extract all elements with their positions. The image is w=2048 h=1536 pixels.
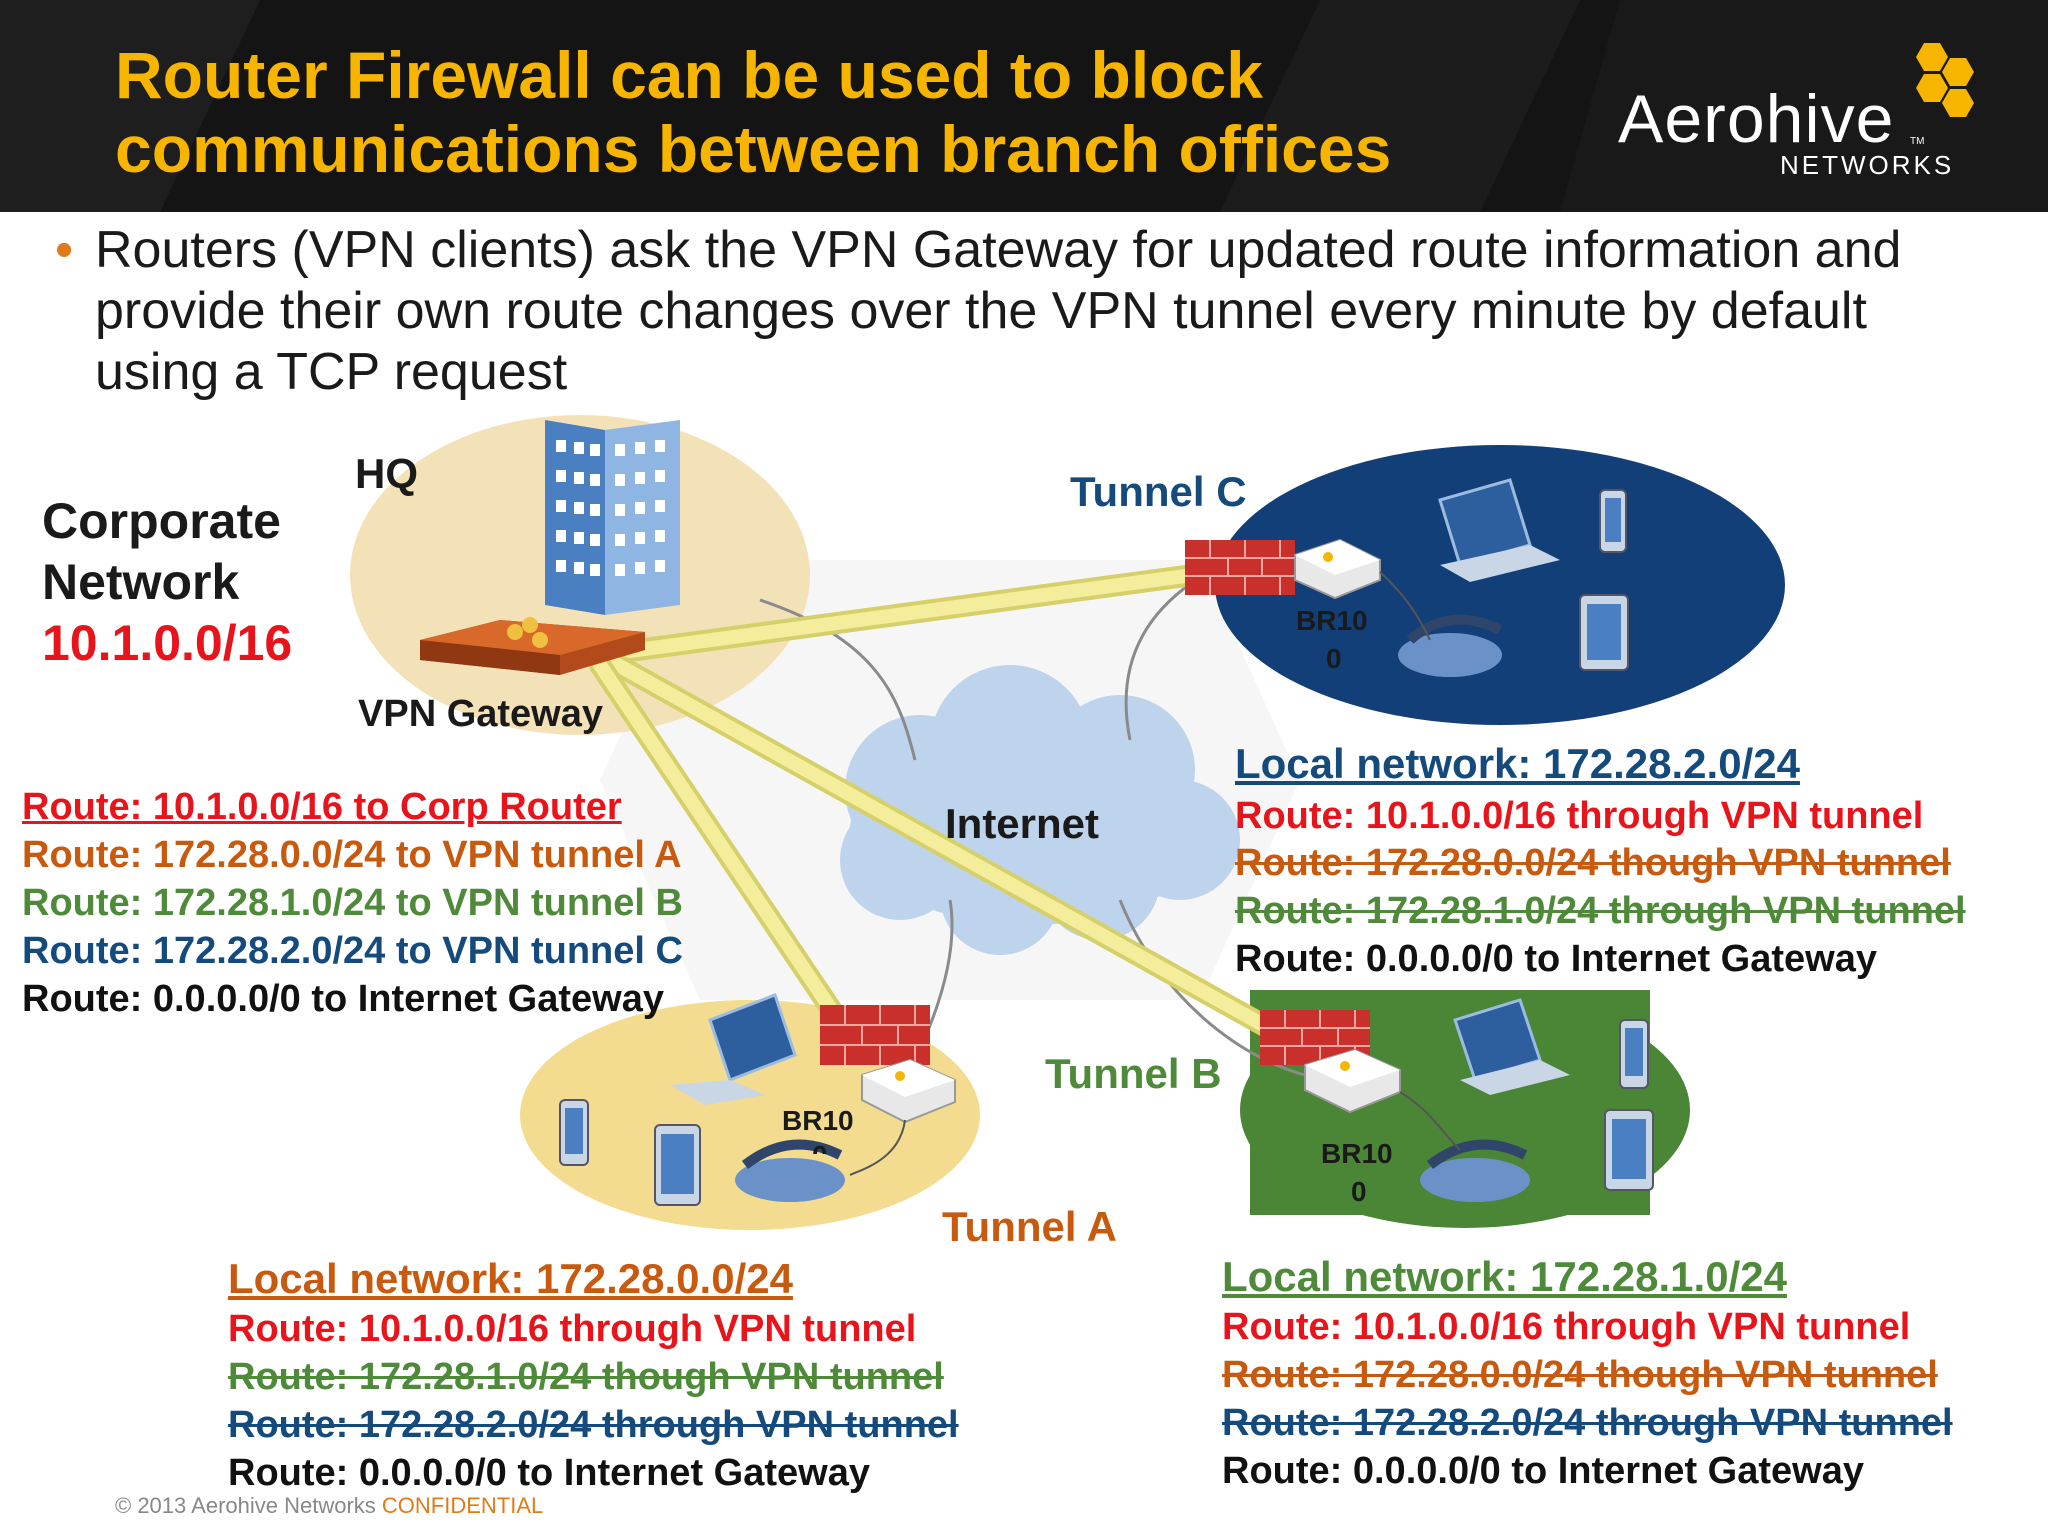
mobile-phone-icon [1599, 489, 1627, 553]
vpn-tunnels [589, 559, 1301, 1051]
router-b-icon [1304, 1048, 1401, 1114]
aerohive-logo: Aerohive TM NETWORKS [1618, 40, 1988, 190]
hq-route-5: Route: 0.0.0.0/0 to Internet Gateway [22, 978, 664, 1020]
corporate-label-line-2: Network [42, 554, 240, 610]
branch-b-route-2: Route: 172.28.0.0/24 though VPN tunnel [1222, 1354, 1938, 1396]
internet-cloud-icon [840, 665, 1240, 955]
desk-phone-icon [735, 1139, 845, 1202]
branch-b-devices [1420, 998, 1654, 1202]
honeycomb-logo-icon [1916, 43, 1974, 117]
branch-a-route-4: Route: 0.0.0.0/0 to Internet Gateway [228, 1452, 870, 1494]
hq-building-icon [545, 420, 680, 615]
title-line-1: Router Firewall can be used to block [115, 38, 1263, 112]
branch-b-route-3: Route: 172.28.2.0/24 through VPN tunnel [1222, 1402, 1953, 1444]
internet-label: Internet [945, 800, 1100, 847]
vpn-gateway-device-icon [420, 617, 645, 675]
branch-c-route-4: Route: 0.0.0.0/0 to Internet Gateway [1235, 938, 1877, 980]
tunnel-c-label: Tunnel C [1070, 468, 1247, 515]
slide-header: Router Firewall can be used to block com… [0, 0, 2048, 212]
hq-route-3: Route: 172.28.1.0/24 to VPN tunnel B [22, 882, 683, 924]
branch-c-devices [1398, 478, 1629, 677]
router-a-label-line-1: BR10 [782, 1105, 854, 1136]
corporate-label-line-1: Corporate [42, 493, 281, 549]
branch-c-local-network: Local network: 172.28.2.0/24 [1235, 740, 1800, 787]
firewall-c-icon [1185, 540, 1295, 595]
tablet-icon [1604, 1109, 1654, 1191]
branch-b-route-4: Route: 0.0.0.0/0 to Internet Gateway [1222, 1450, 1864, 1492]
slide-title: Router Firewall can be used to block com… [115, 38, 1391, 186]
branch-c-area [1215, 445, 1785, 725]
hq-label: HQ [355, 450, 418, 497]
device-cables [849, 571, 1461, 1176]
copyright-text: © 2013 Aerohive Networks [115, 1493, 376, 1518]
router-a-icon [861, 1058, 956, 1124]
logo-trademark: TM [1910, 136, 1925, 147]
tunnel-a-label: Tunnel A [942, 1203, 1117, 1250]
desk-phone-icon [1420, 1139, 1530, 1202]
branch-b-route-1: Route: 10.1.0.0/16 through VPN tunnel [1222, 1306, 1911, 1348]
router-c-label-line-2: 0 [1326, 643, 1342, 674]
bullet-text: Routers (VPN clients) ask the VPN Gatewa… [95, 221, 1902, 401]
router-b-label-line-2: 0 [1351, 1176, 1367, 1207]
mobile-phone-icon [1619, 1019, 1649, 1089]
hq-route-4: Route: 172.28.2.0/24 to VPN tunnel C [22, 930, 683, 972]
corporate-subnet: 10.1.0.0/16 [42, 615, 293, 671]
laptop-icon [1453, 998, 1570, 1095]
logo-wordmark: Aerohive [1618, 81, 1895, 157]
router-c-label-line-1: BR10 [1296, 605, 1368, 636]
tunnel-b-label: Tunnel B [1045, 1050, 1222, 1097]
router-b-label-line-1: BR10 [1321, 1138, 1393, 1169]
logo-subtitle: NETWORKS [1780, 150, 1955, 180]
firewall-a-icon [820, 1005, 930, 1065]
branch-a-route-1: Route: 10.1.0.0/16 through VPN tunnel [228, 1308, 917, 1350]
branch-c-route-3: Route: 172.28.1.0/24 through VPN tunnel [1235, 890, 1966, 932]
branch-a-local-network: Local network: 172.28.0.0/24 [228, 1255, 793, 1302]
branch-a-route-3: Route: 172.28.2.0/24 through VPN tunnel [228, 1404, 959, 1446]
branch-a-devices [559, 993, 845, 1206]
router-c-icon [1294, 538, 1381, 600]
router-a-label-line-2: 0 [812, 1140, 828, 1154]
laptop-icon [1438, 478, 1560, 582]
mobile-phone-icon [559, 1099, 589, 1166]
vpn-gateway-label: VPN Gateway [358, 693, 603, 735]
branch-a-route-2: Route: 172.28.1.0/24 though VPN tunnel [228, 1356, 944, 1398]
tablet-icon [654, 1124, 701, 1206]
confidential-label: CONFIDENTIAL [381, 1493, 544, 1518]
hq-route-2: Route: 172.28.0.0/24 to VPN tunnel A [22, 834, 682, 876]
desk-phone-icon [1398, 614, 1503, 677]
tablet-icon [1579, 594, 1629, 671]
branch-c-route-1: Route: 10.1.0.0/16 through VPN tunnel [1235, 795, 1924, 837]
title-line-2: communications between branch offices [115, 112, 1392, 186]
branch-c-route-2: Route: 172.28.0.0/24 though VPN tunnel [1235, 842, 1951, 884]
branch-b-local-network: Local network: 172.28.1.0/24 [1222, 1253, 1787, 1300]
slide-footer: © 2013 Aerohive Networks CONFIDENTIAL [115, 1493, 543, 1519]
laptop-icon [670, 993, 797, 1105]
hq-route-1: Route: 10.1.0.0/16 to Corp Router [22, 786, 622, 828]
bullet-dot-icon: • [55, 221, 74, 279]
